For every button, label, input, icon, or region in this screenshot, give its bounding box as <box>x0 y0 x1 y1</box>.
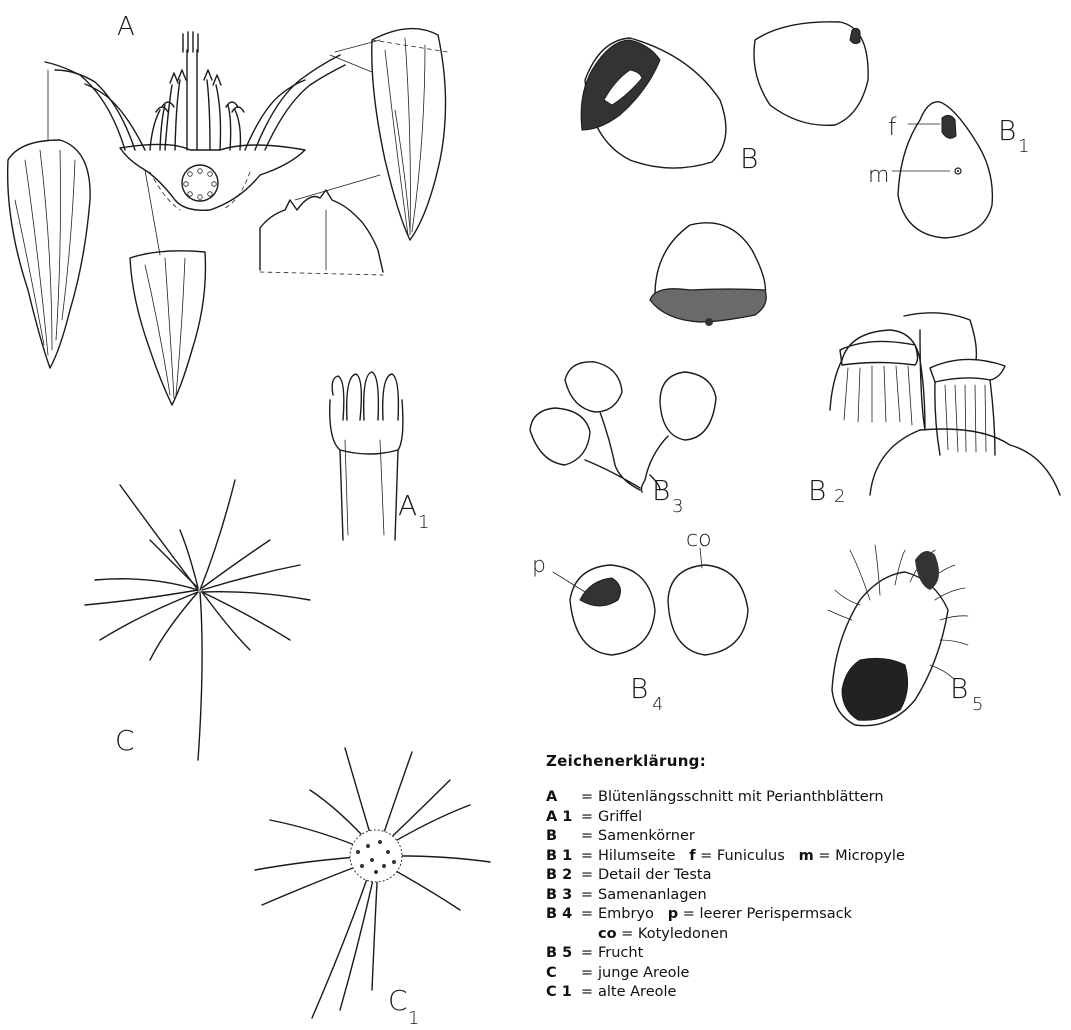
legend-entry: B 3=Samenanlagen <box>546 886 1016 906</box>
legend-equals: = <box>576 964 598 984</box>
legend-equals <box>576 925 598 945</box>
label-b1: B <box>998 114 1016 147</box>
legend-equals: = <box>576 866 598 886</box>
label-b5: B <box>950 672 968 705</box>
legend-sub-value: = leerer Perispermsack <box>678 906 852 922</box>
legend-text: junge Areole <box>598 964 1016 984</box>
legend-text: Embryo p = leerer Perispermsack <box>598 905 1016 925</box>
legend-entry: C=junge Areole <box>546 964 1016 984</box>
legend-text: Detail der Testa <box>598 866 1016 886</box>
legend-key: B 3 <box>546 886 576 906</box>
label-b4-p: p <box>532 553 546 578</box>
figure-b5-fruit <box>828 545 968 726</box>
legend-entry: co = Kotyledonen <box>546 925 1016 945</box>
legend-key <box>546 925 576 945</box>
legend-text: Blütenlängsschnitt mit Perianthblättern <box>598 788 1016 808</box>
label-b5-sub: 5 <box>972 694 983 715</box>
legend-equals: = <box>576 847 598 867</box>
label-b3: B <box>652 474 670 507</box>
figure-b4-embryo <box>553 548 748 655</box>
legend-equals: = <box>576 944 598 964</box>
legend-entry: C 1=alte Areole <box>546 983 1016 1003</box>
legend-sub-key: m <box>799 848 814 864</box>
legend-entry: A 1=Griffel <box>546 808 1016 828</box>
legend-key: C <box>546 964 576 984</box>
legend-description: Samenkörner <box>598 828 695 844</box>
label-b1-f: f <box>888 113 897 141</box>
label-a1: A <box>398 489 417 522</box>
legend-key: B 2 <box>546 866 576 886</box>
legend: Zeichenerklärung: A=Blütenlängsschnitt m… <box>546 752 1016 1003</box>
legend-entry: B 2=Detail der Testa <box>546 866 1016 886</box>
legend-sub-key: p <box>668 906 678 922</box>
legend-description: Griffel <box>598 809 642 825</box>
label-b2: B <box>808 474 826 507</box>
legend-text: Hilumseite f = Funiculus m = Micropyle <box>598 847 1016 867</box>
legend-key: A <box>546 788 576 808</box>
figure-b1-hilum-side <box>892 102 992 238</box>
legend-entry: B 5=Frucht <box>546 944 1016 964</box>
label-b4-sub: 4 <box>652 694 663 715</box>
legend-description: Detail der Testa <box>598 867 711 883</box>
legend-key: C 1 <box>546 983 576 1003</box>
legend-sub-key: co <box>598 926 617 942</box>
legend-equals: = <box>576 886 598 906</box>
label-b4: B <box>630 672 648 705</box>
legend-key: B 5 <box>546 944 576 964</box>
legend-title: Zeichenerklärung: <box>546 752 1016 770</box>
legend-description: Frucht <box>598 945 643 961</box>
figure-c-young-areole <box>85 480 310 760</box>
figure-c1-old-areole <box>255 748 490 1018</box>
legend-entry: B 1=Hilumseite f = Funiculus m = Micropy… <box>546 847 1016 867</box>
label-c1: C <box>388 984 408 1017</box>
legend-sub-value: = Funiculus <box>696 848 785 864</box>
label-b4-co: co <box>686 527 712 552</box>
label-b2-sub: 2 <box>834 486 845 507</box>
legend-equals: = <box>576 808 598 828</box>
legend-text: co = Kotyledonen <box>598 925 1016 945</box>
figure-b3-ovules <box>530 362 716 492</box>
legend-description: alte Areole <box>598 984 676 1000</box>
figure-a1-style <box>330 372 403 540</box>
legend-text: Frucht <box>598 944 1016 964</box>
legend-rows: A=Blütenlängsschnitt mit Perianthblätter… <box>546 788 1016 1003</box>
legend-equals: = <box>576 827 598 847</box>
label-c1-sub: 1 <box>408 1008 419 1029</box>
legend-equals: = <box>576 905 598 925</box>
label-c: C <box>115 724 135 757</box>
figure-b2-testa-detail <box>830 313 1060 495</box>
legend-key: A 1 <box>546 808 576 828</box>
legend-key: B 1 <box>546 847 576 867</box>
figure-b-seeds <box>581 22 868 326</box>
label-a: A <box>117 12 135 42</box>
legend-description: Samenanlagen <box>598 887 707 903</box>
legend-key: B 4 <box>546 905 576 925</box>
legend-sub-value: = Kotyledonen <box>617 926 729 942</box>
legend-equals: = <box>576 983 598 1003</box>
legend-key: B <box>546 827 576 847</box>
legend-text: Griffel <box>598 808 1016 828</box>
label-a1-sub: 1 <box>418 512 429 533</box>
legend-description: Embryo <box>598 906 654 922</box>
legend-description: Blütenlängsschnitt mit Perianthblättern <box>598 789 884 805</box>
label-b3-sub: 3 <box>672 496 683 517</box>
legend-equals: = <box>576 788 598 808</box>
legend-description: junge Areole <box>598 965 689 981</box>
label-b1-sub: 1 <box>1018 136 1029 157</box>
legend-description: Hilumseite <box>598 848 675 864</box>
legend-text: Samenanlagen <box>598 886 1016 906</box>
legend-text: Samenkörner <box>598 827 1016 847</box>
legend-entry: B 4=Embryo p = leerer Perispermsack <box>546 905 1016 925</box>
label-b1-m: m <box>868 163 889 188</box>
figure-a-flower-section <box>8 29 448 405</box>
legend-sub-value: = Micropyle <box>814 848 905 864</box>
legend-text: alte Areole <box>598 983 1016 1003</box>
legend-entry: A=Blütenlängsschnitt mit Perianthblätter… <box>546 788 1016 808</box>
label-b: B <box>740 142 758 175</box>
legend-entry: B=Samenkörner <box>546 827 1016 847</box>
